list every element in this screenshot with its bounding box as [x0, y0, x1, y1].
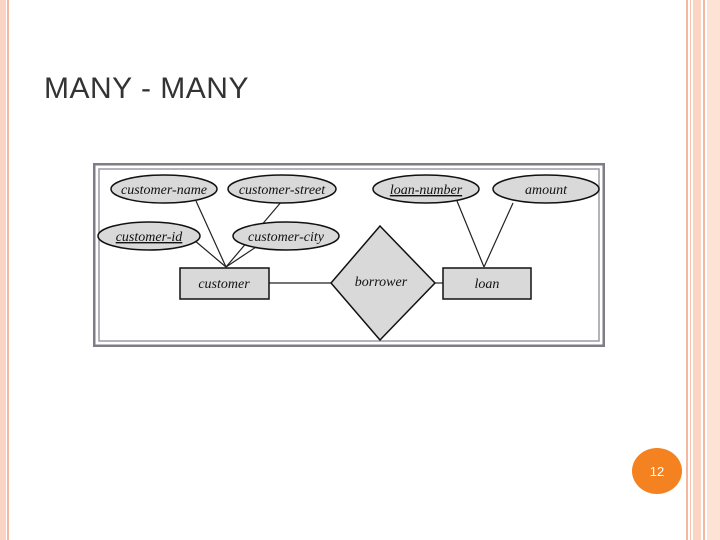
label-borrower: borrower — [355, 275, 408, 290]
attribute-customer-name: customer-name — [110, 174, 218, 204]
label-customer-id: customer-id — [116, 230, 184, 245]
connector-lines — [193, 200, 514, 284]
attribute-loan-number: loan-number — [372, 174, 480, 204]
relationship-borrower: borrower — [330, 224, 437, 342]
label-amount: amount — [525, 183, 568, 198]
entity-loan: loan — [442, 267, 532, 300]
attribute-amount: amount — [492, 174, 600, 204]
label-customer-name: customer-name — [121, 183, 207, 198]
slide-title: MANY - MANY — [44, 72, 249, 105]
right-decorative-rule — [686, 0, 720, 540]
attribute-customer-street: customer-street — [227, 174, 337, 204]
label-customer-street: customer-street — [239, 183, 326, 198]
page-number-badge: 12 — [632, 448, 682, 494]
label-loan: loan — [475, 277, 500, 292]
label-loan-number: loan-number — [390, 183, 463, 198]
er-diagram: customer-name customer-street customer-i… — [93, 163, 605, 347]
attribute-customer-id: customer-id — [97, 221, 201, 251]
attribute-customer-city: customer-city — [232, 221, 340, 251]
left-decorative-rule — [0, 0, 10, 540]
label-customer-city: customer-city — [248, 230, 325, 245]
entity-customer: customer — [179, 267, 270, 300]
label-customer: customer — [198, 277, 250, 292]
